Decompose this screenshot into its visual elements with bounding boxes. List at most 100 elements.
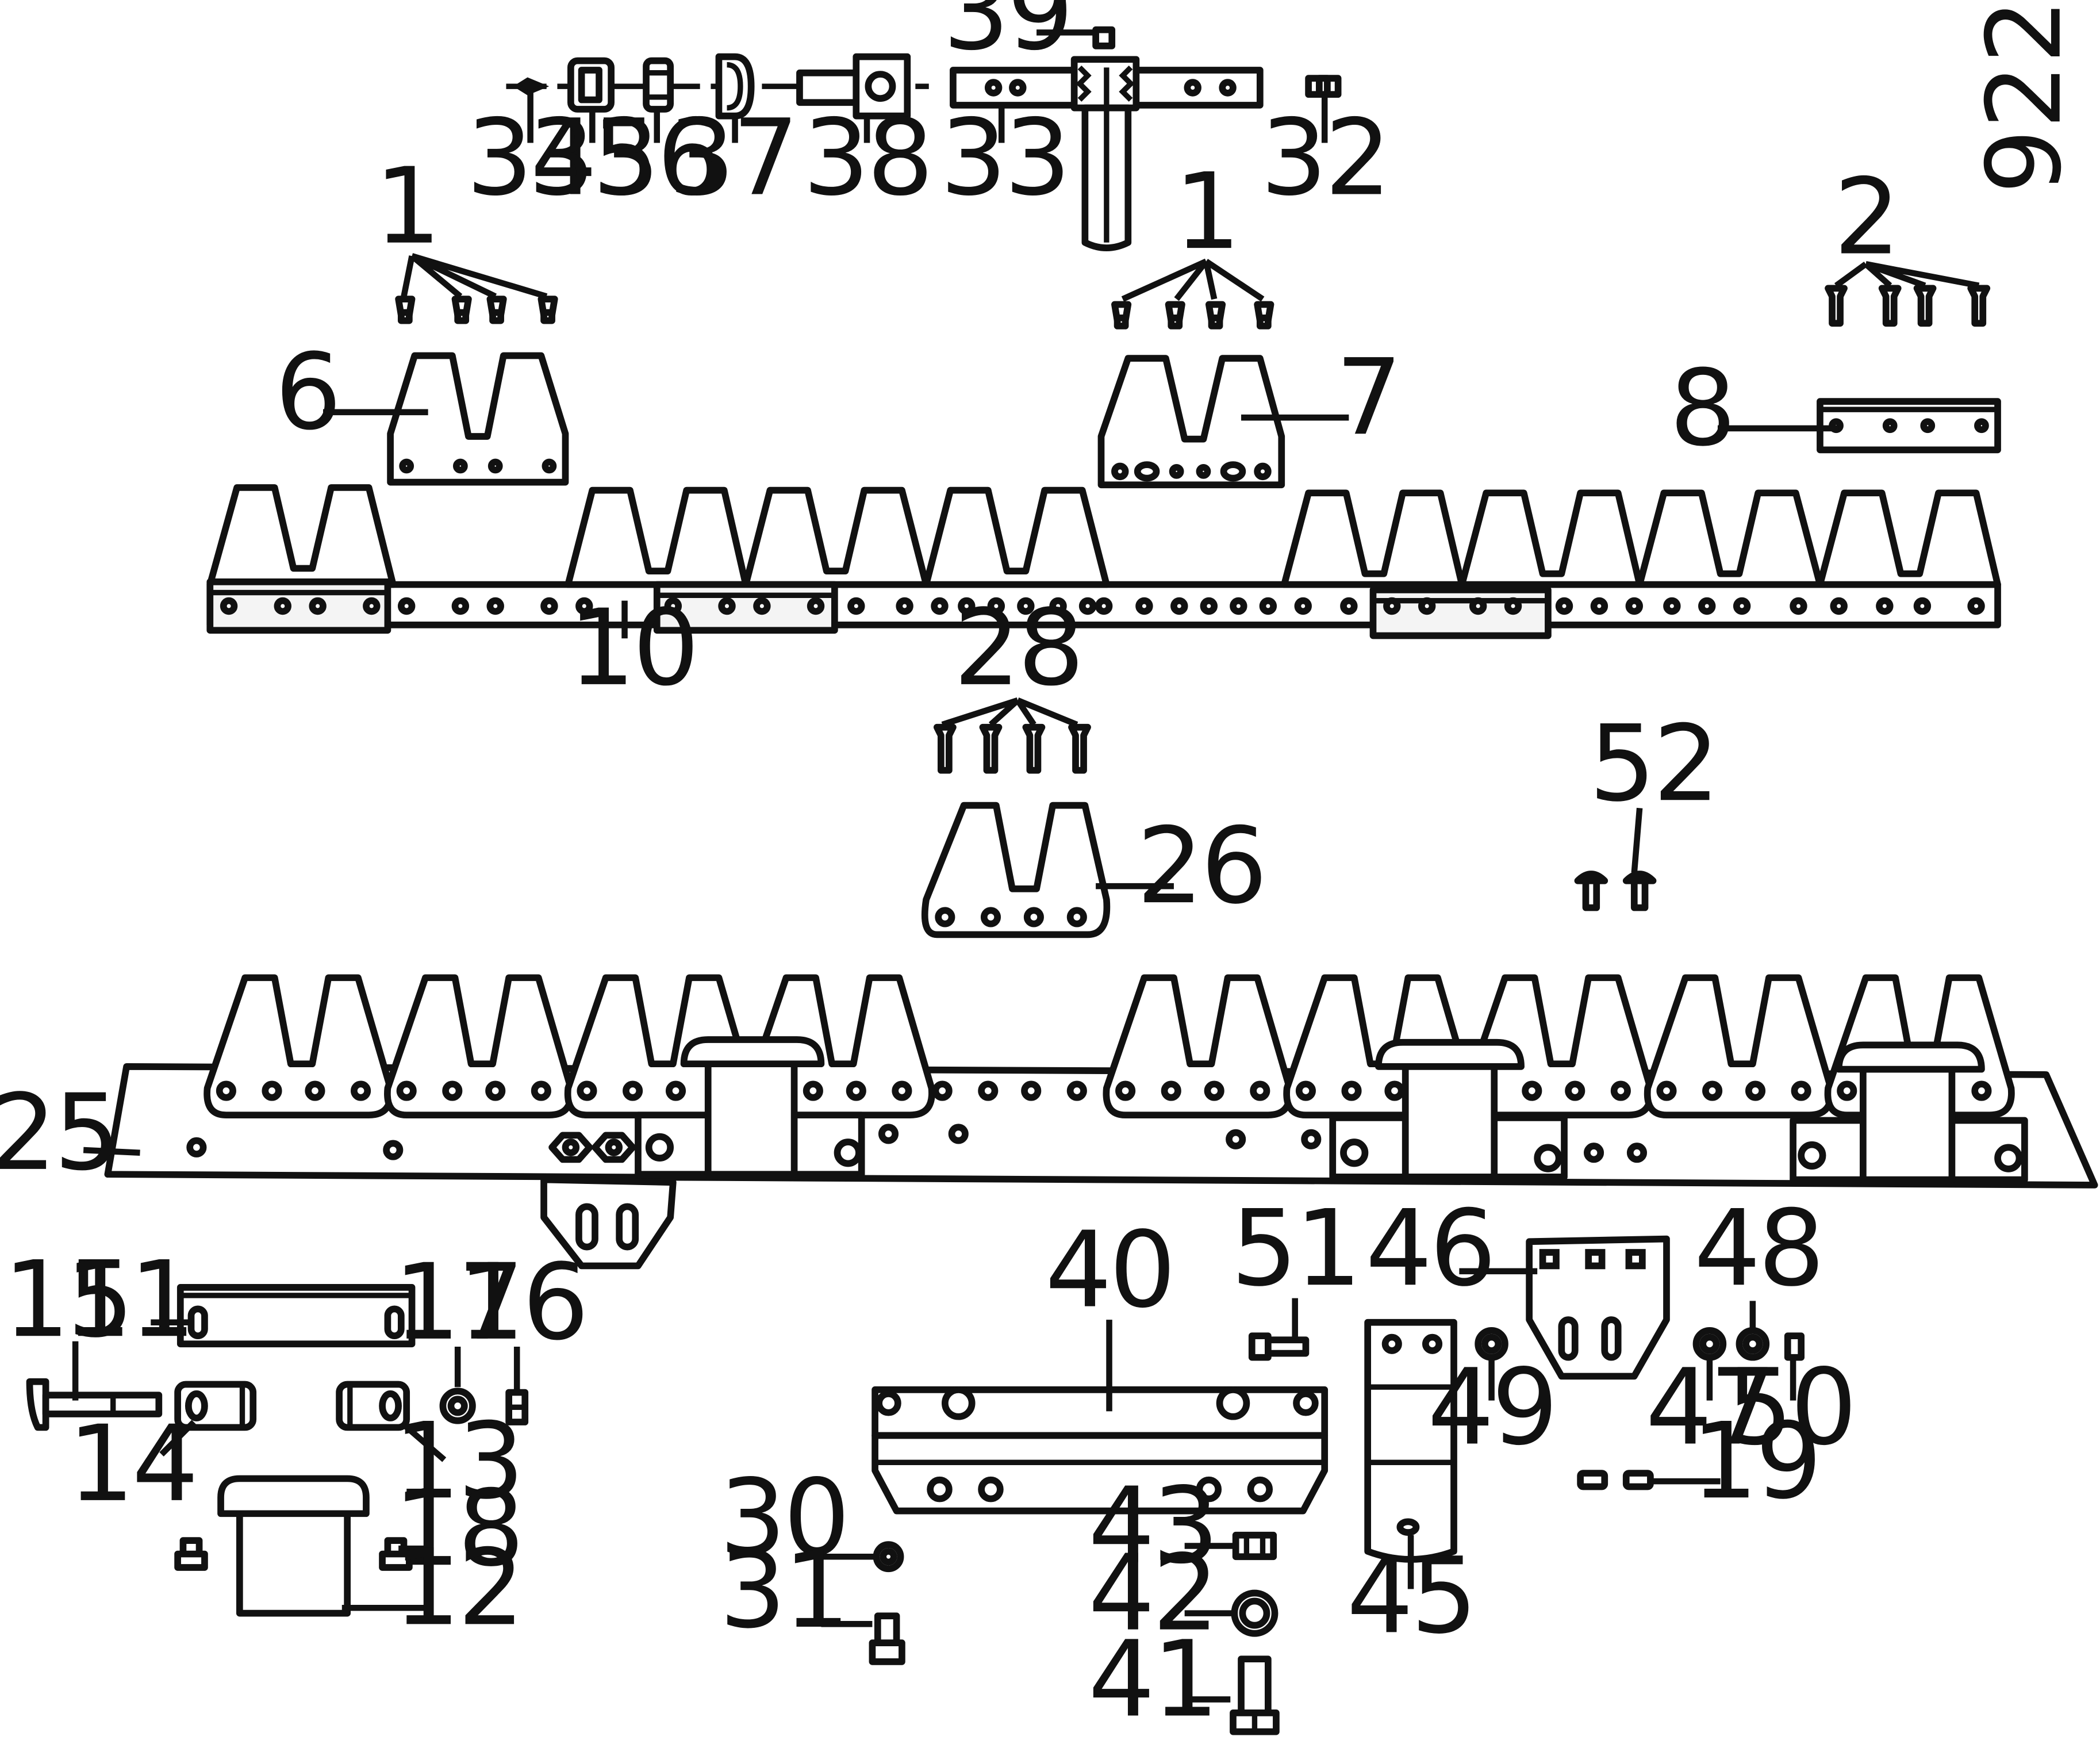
rivets-set-28 — [933, 723, 1091, 774]
rivet-hole — [896, 597, 913, 615]
rivet-hole — [1204, 1080, 1224, 1101]
callout-12: 12 — [394, 1527, 522, 1649]
rivet-hole — [531, 1080, 551, 1101]
callout-41: 41 — [1088, 1619, 1216, 1741]
rivet-hole — [1295, 1080, 1316, 1101]
part-16-nut — [505, 1389, 529, 1425]
hold-down-clip-right — [1790, 1041, 2028, 1183]
callout-43: 43 — [1088, 1465, 1216, 1588]
rivet-hole — [575, 597, 593, 615]
part-41-bolt — [1230, 1655, 1280, 1735]
part-47-washer — [1692, 1327, 1727, 1361]
rivet-hole — [948, 1124, 969, 1144]
callout-7: 7 — [1335, 336, 1400, 459]
bracket-mount — [540, 1176, 677, 1270]
part-26-knife-section — [921, 802, 1111, 938]
rivet-hole — [1095, 597, 1113, 615]
rivet-hole — [1733, 597, 1751, 615]
callout-42: 42 — [1088, 1532, 1216, 1655]
rivet-hole — [1049, 597, 1067, 615]
rivet-hole — [1565, 1080, 1585, 1101]
part-6-knife-section — [387, 352, 569, 486]
knife-section — [384, 974, 575, 1119]
rivet-hole — [1021, 1080, 1042, 1101]
callout-36: 36 — [593, 97, 721, 219]
nuts — [548, 1132, 636, 1163]
callout-28: 28 — [954, 587, 1082, 710]
rivet-hole — [1469, 597, 1487, 615]
part-34-pin — [513, 77, 550, 95]
hardware-row-top — [506, 26, 1342, 251]
rivet-hole — [577, 1080, 597, 1101]
callout-1-left: 1 — [374, 145, 439, 268]
rivet-hole — [1790, 597, 1807, 615]
callout-14: 14 — [68, 1403, 196, 1525]
part-12-hold-down-clip — [217, 1475, 370, 1617]
callout-49: 49 — [1427, 1347, 1556, 1469]
rivet-hole — [1230, 597, 1247, 615]
rivet-hole — [1702, 1080, 1723, 1101]
rivet-hole — [305, 1080, 325, 1101]
rivet-hole — [847, 597, 865, 615]
rivet-hole — [803, 1080, 823, 1101]
rivet-hole — [987, 597, 1005, 615]
rivet-hole — [1135, 597, 1153, 615]
rivet-hole — [623, 1080, 643, 1101]
part-33-drive-head — [950, 56, 1264, 251]
callout-37: 37 — [668, 97, 796, 219]
rivet-hole — [442, 1080, 463, 1101]
part-19-nuts — [1577, 1470, 1654, 1490]
callout-33: 33 — [940, 97, 1068, 219]
callout-1-middle: 1 — [1174, 151, 1238, 273]
part-10-knife-assembly — [206, 484, 2001, 639]
part-14-spacer — [174, 1381, 257, 1431]
callout-52: 52 — [1589, 703, 1717, 825]
rivet-hole — [1017, 597, 1035, 615]
rivet-hole — [1971, 1080, 1992, 1101]
callout-47: 47 — [1645, 1347, 1773, 1469]
part-49-washer — [1475, 1327, 1508, 1361]
rivet-hole — [1663, 597, 1681, 615]
rivet-hole — [397, 597, 416, 615]
rivets-set-1-left — [395, 296, 558, 324]
rivet-hole — [1698, 597, 1716, 615]
rivet-hole — [1555, 597, 1573, 615]
rivet-hole — [1078, 597, 1097, 615]
part-11-wear-plate — [176, 1284, 416, 1348]
callout-39: 39 — [943, 0, 1071, 74]
callout-13: 13 — [394, 1400, 522, 1523]
part-17-washer — [439, 1387, 476, 1424]
callout-11: 11 — [65, 1239, 193, 1361]
rivet-hole — [1522, 1080, 1542, 1101]
part-43-nut — [1232, 1531, 1277, 1561]
callout-31: 31 — [719, 1530, 847, 1652]
part-31-bolt — [869, 1612, 905, 1665]
part-15-carriage-bolt — [26, 1378, 163, 1431]
callout-2: 2 — [1834, 156, 1898, 279]
part-45-arm — [1364, 1318, 1457, 1563]
rivet-hole — [878, 1124, 899, 1144]
rivet-hole — [1745, 1080, 1766, 1101]
rivet-hole — [1259, 597, 1277, 615]
rivet-hole — [665, 1080, 686, 1101]
rivet-hole — [1876, 597, 1894, 615]
rivet-hole — [718, 597, 736, 615]
rivet-hole — [753, 597, 771, 615]
rivet-hole — [664, 597, 682, 615]
callout-38: 38 — [803, 97, 931, 219]
rivet-hole — [451, 597, 470, 615]
callout-16: 16 — [458, 1241, 586, 1364]
rivet-hole — [978, 1080, 999, 1101]
rivet-hole — [1301, 1129, 1322, 1149]
rivet-hole — [363, 597, 381, 615]
part-30-washer — [873, 1541, 904, 1573]
callout-46: 46 — [1365, 1187, 1494, 1310]
rivets-set-2 — [1825, 285, 1991, 327]
part-48-washer — [1736, 1327, 1770, 1361]
rivet-hole — [1590, 597, 1608, 615]
callout-18: 18 — [394, 1467, 522, 1590]
leader-lines — [72, 29, 1980, 1703]
rivet-hole — [1341, 1080, 1362, 1101]
rivet-hole — [932, 1080, 953, 1101]
